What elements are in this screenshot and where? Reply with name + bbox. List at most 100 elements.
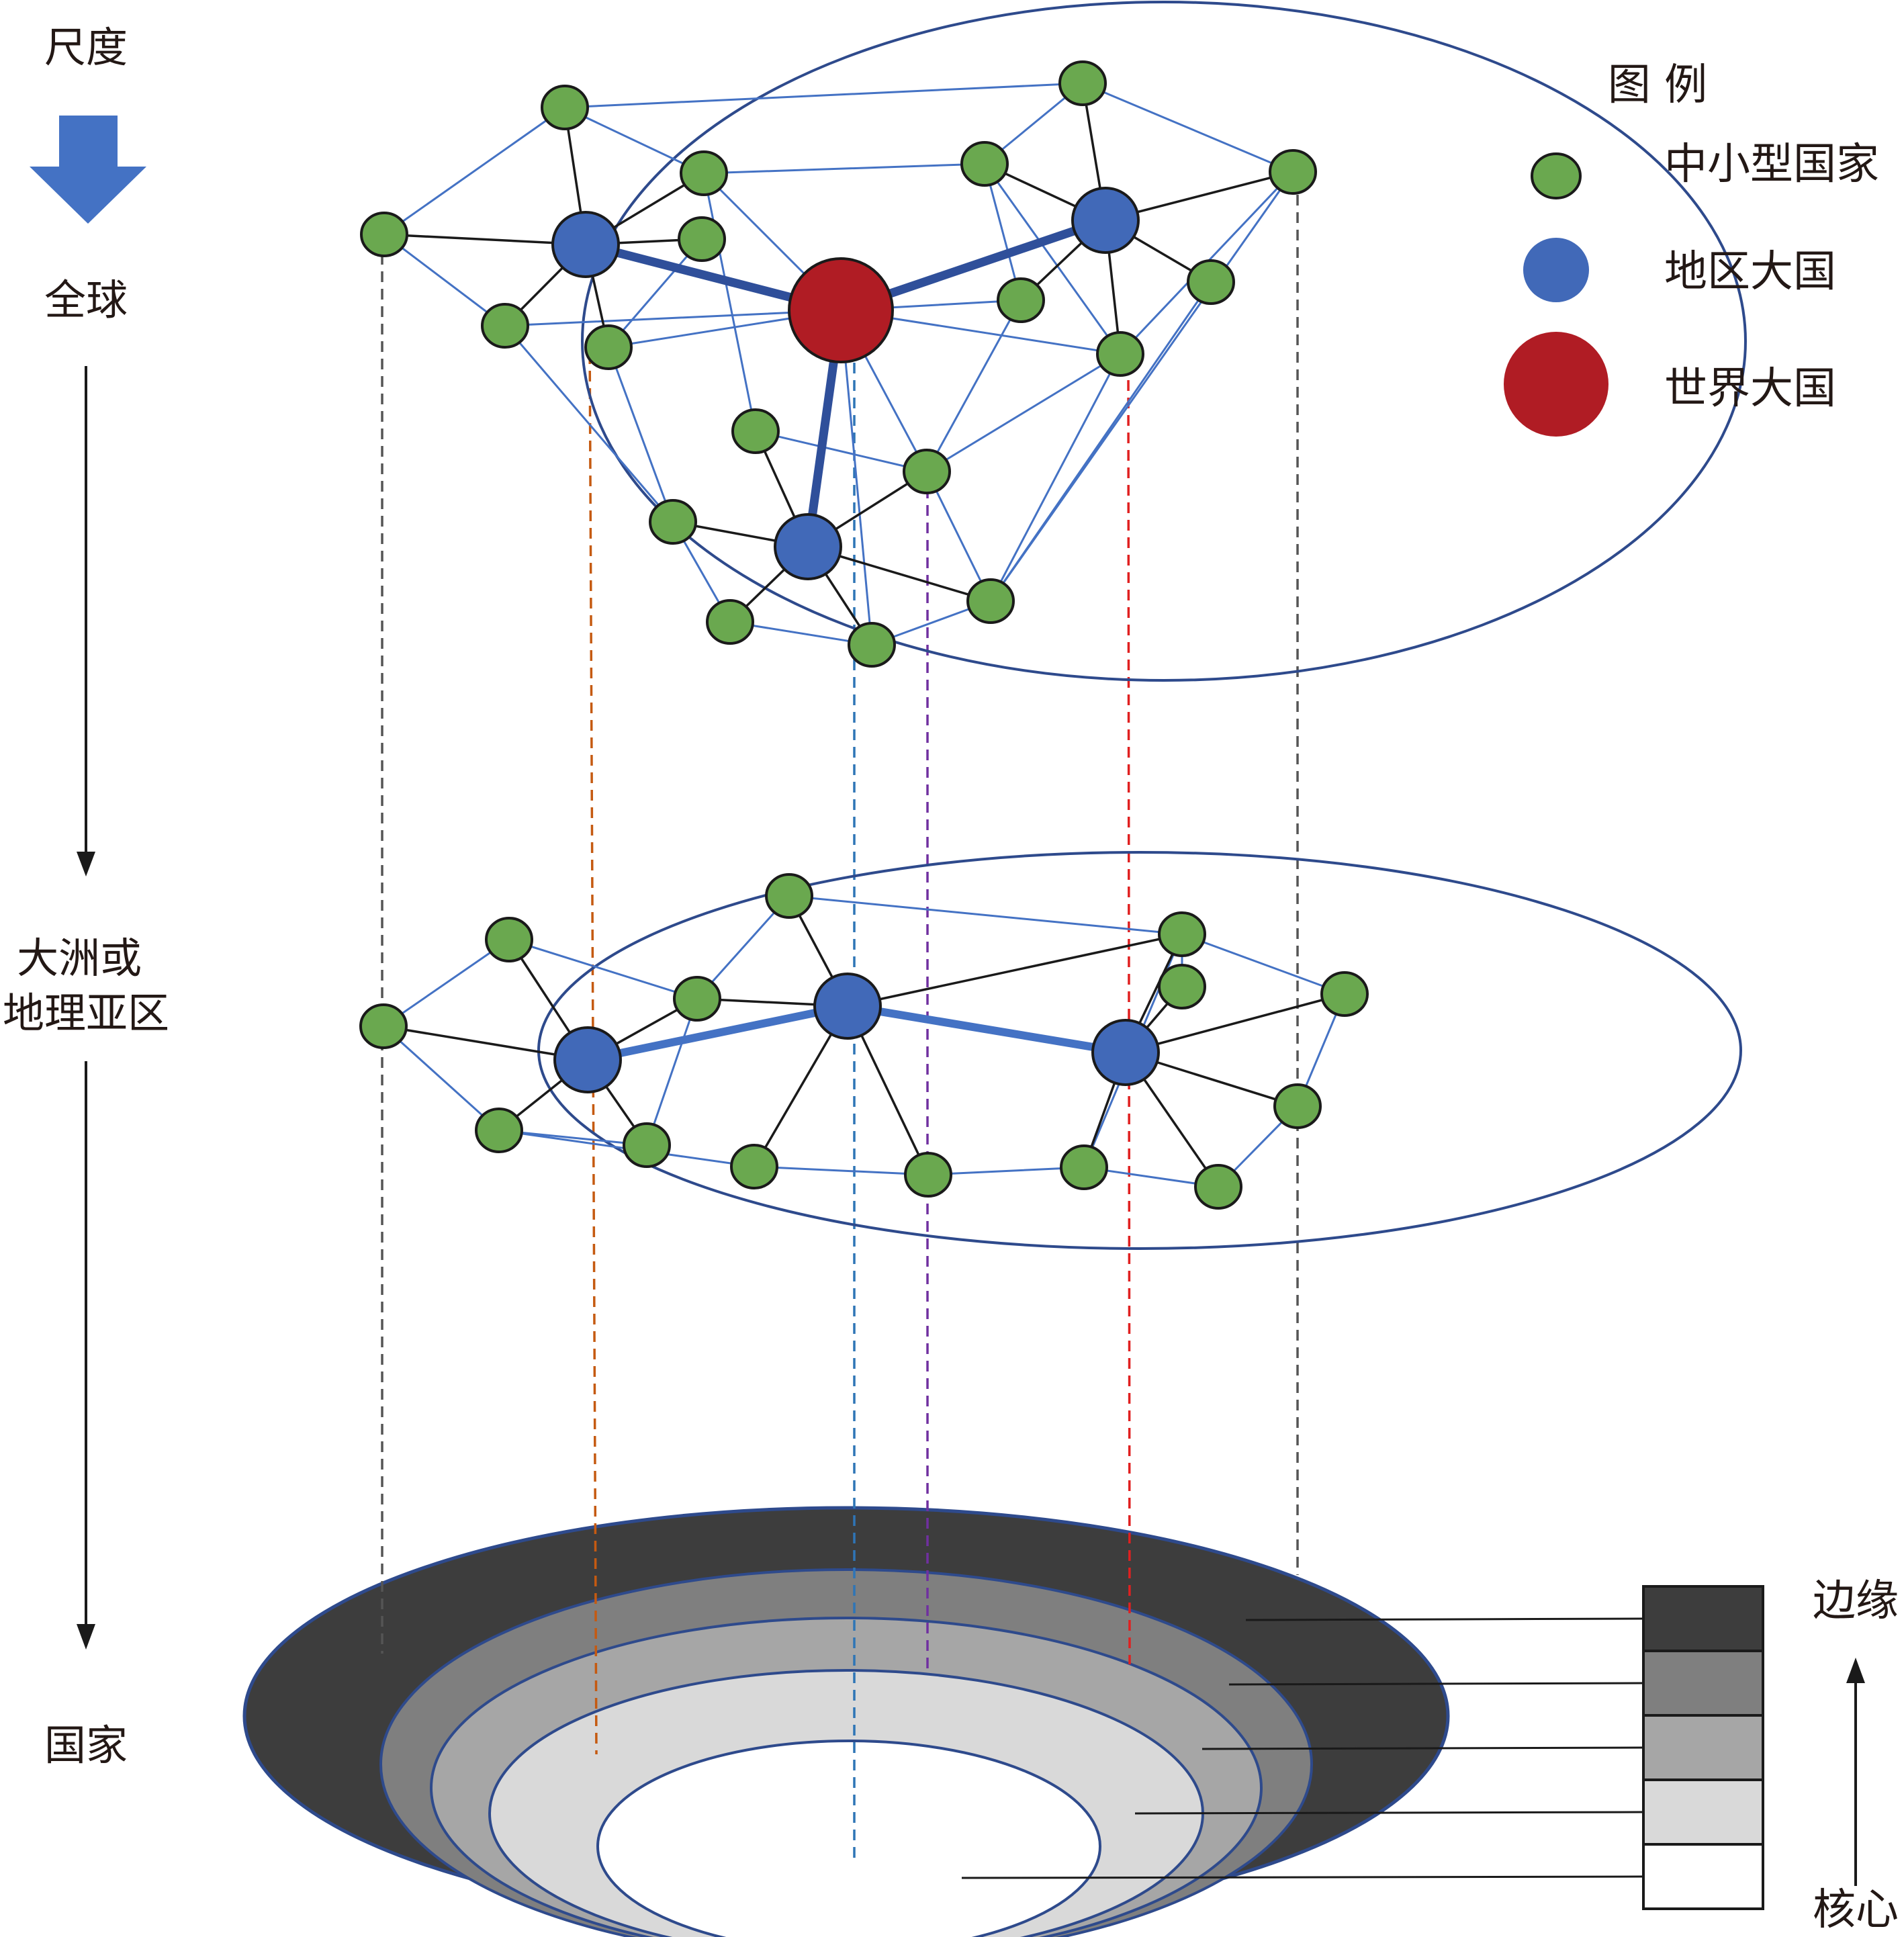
- weak-link: [925, 353, 1122, 473]
- small-country-node: [485, 917, 533, 962]
- small-country-node: [673, 976, 721, 1022]
- projection-guides: [381, 195, 1299, 1859]
- down-block-arrow-icon: [30, 116, 146, 224]
- ramp-leader-line: [1228, 1682, 1644, 1686]
- weak-link: [702, 172, 757, 433]
- small-country-node: [1269, 149, 1317, 195]
- ramp-swatch: [1642, 1843, 1764, 1910]
- weak-link: [989, 281, 1212, 602]
- weak-link: [989, 353, 1122, 602]
- small-country-node: [730, 1144, 778, 1189]
- small-country-node: [1320, 971, 1369, 1017]
- country-rings: [242, 1506, 1450, 1937]
- legend-swatch-world: [1504, 332, 1608, 437]
- scale-title: 尺度: [44, 23, 128, 72]
- down-arrow-icon: [77, 1624, 95, 1650]
- small-country-node: [848, 622, 896, 668]
- ramp-swatch: [1642, 1778, 1764, 1846]
- ramp-leader-line: [1245, 1617, 1644, 1621]
- ramp-leader-line: [961, 1875, 1644, 1879]
- small-country-node: [360, 212, 408, 257]
- strong-link: [584, 1002, 852, 1064]
- legend-swatch-regional: [1523, 238, 1589, 302]
- small-country-node: [1273, 1083, 1322, 1129]
- guide-line: [1127, 362, 1131, 1665]
- weak-link: [645, 997, 698, 1146]
- weak-link: [607, 238, 703, 349]
- up-arrow-icon: [1846, 1658, 1865, 1683]
- global-network: [360, 60, 1317, 668]
- small-country-node: [541, 85, 589, 130]
- world-power-node: [788, 257, 894, 363]
- weak-link: [498, 1129, 648, 1146]
- small-country-node: [731, 408, 780, 454]
- weak-link: [983, 163, 1122, 355]
- weak-link: [504, 309, 842, 327]
- small-country-node: [1060, 1144, 1108, 1190]
- ramp-swatch: [1642, 1585, 1764, 1652]
- small-country-node: [1158, 964, 1206, 1009]
- hierarchy-link: [382, 1025, 589, 1061]
- small-country-node: [997, 277, 1045, 323]
- ramp-swatch: [1642, 1714, 1764, 1781]
- continent-layer-ellipse: [537, 851, 1742, 1250]
- small-country-node: [960, 141, 1009, 187]
- legend-label-regional: 地区大国: [1664, 247, 1836, 297]
- weak-link: [383, 233, 506, 327]
- scale-level-country: 国家: [44, 1721, 128, 1770]
- weak-link: [382, 1025, 500, 1132]
- small-country-node: [475, 1108, 523, 1153]
- ramp-label-core: 核心: [1813, 1885, 1899, 1935]
- small-country-node: [649, 499, 697, 545]
- legend-label-small: 中小型国家: [1664, 140, 1879, 189]
- scale-level-global: 全球: [44, 275, 128, 324]
- ramp-label-periphery: 边缘: [1813, 1576, 1899, 1626]
- weak-link: [925, 299, 1022, 473]
- strong-link: [844, 1002, 1130, 1056]
- weak-link: [563, 106, 705, 175]
- small-country-node: [680, 150, 728, 196]
- regional-power-node: [551, 211, 620, 278]
- small-country-node: [1194, 1164, 1242, 1210]
- regional-power-node: [813, 973, 882, 1040]
- small-country-node: [966, 578, 1015, 624]
- regional-power-node: [774, 513, 842, 580]
- small-country-node: [623, 1122, 671, 1168]
- ring-core: [596, 1740, 1101, 1937]
- small-country-node: [765, 873, 813, 919]
- regional-power-node: [1071, 187, 1140, 254]
- scale-axis: 尺度 全球 大洲或 地理亚区 国家: [3, 23, 169, 1770]
- regional-power-node: [553, 1026, 622, 1093]
- small-country-node: [481, 303, 529, 349]
- ramp-axis: 边缘 核心: [1813, 1576, 1899, 1935]
- small-country-node: [1096, 331, 1144, 377]
- weak-link: [607, 346, 674, 523]
- weak-link: [788, 895, 1183, 936]
- core-periphery-ramp: [961, 1585, 1764, 1910]
- hierarchy-link: [1124, 993, 1346, 1054]
- weak-link: [382, 938, 510, 1028]
- weak-link: [508, 938, 698, 1000]
- legend-swatch-small: [1531, 152, 1582, 199]
- ramp-swatch: [1642, 1650, 1764, 1717]
- weak-link: [563, 82, 1084, 109]
- regional-power-node: [1091, 1019, 1160, 1086]
- legend-title: 图 例: [1608, 60, 1707, 110]
- weak-link: [754, 430, 928, 473]
- small-country-node: [1058, 60, 1107, 106]
- small-country-node: [904, 1152, 952, 1198]
- weak-link: [927, 1166, 1085, 1176]
- weak-link: [1081, 82, 1294, 173]
- weak-link: [383, 106, 566, 236]
- legend-label-world: 世界大国: [1664, 364, 1836, 414]
- small-country-node: [1187, 259, 1235, 305]
- weak-link: [983, 163, 1022, 302]
- continent-network: [359, 873, 1369, 1210]
- small-country-node: [359, 1003, 408, 1049]
- weak-link: [925, 470, 992, 602]
- hierarchy-link: [846, 933, 1183, 1007]
- scale-level-continent: 大洲或 地理亚区: [3, 934, 169, 1038]
- small-country-node: [903, 449, 951, 494]
- small-country-node: [678, 216, 726, 262]
